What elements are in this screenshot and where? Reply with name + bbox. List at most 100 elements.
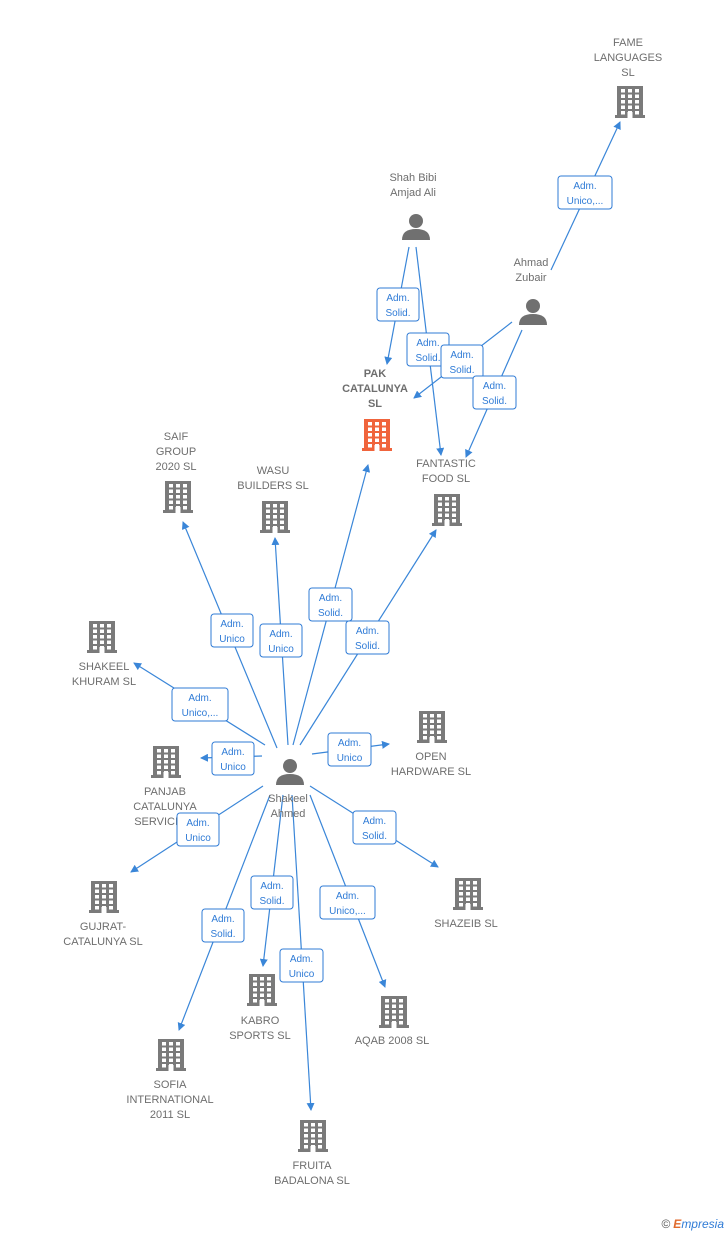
node-label-fruita: FRUITA	[293, 1160, 333, 1172]
node-label-saif: GROUP	[156, 446, 196, 458]
node-label-saif: 2020 SL	[156, 461, 197, 473]
edge-label-box[interactable]	[319, 885, 376, 920]
edge-label-box[interactable]	[211, 741, 255, 776]
edge-label-shahbibi-to-pak[interactable]: Adm.Solid.	[376, 287, 420, 322]
building-icon[interactable]	[163, 481, 193, 513]
edge-label-shakeel-to-kabro[interactable]: Adm.Solid.	[250, 875, 294, 910]
edge-label-text: Unico	[185, 833, 211, 844]
building-icon[interactable]	[247, 974, 277, 1006]
building-icon[interactable]	[432, 494, 462, 526]
edge-labels-layer: Adm.Unico,...Adm.Solid.Adm.Solid.Adm.Sol…	[171, 175, 613, 983]
edge-label-box[interactable]	[308, 587, 353, 622]
node-saif[interactable]: SAIF GROUP 2020 SL	[156, 431, 197, 513]
edge-label-shakeel-to-sofia[interactable]: Adm.Solid.	[201, 908, 245, 943]
building-icon[interactable]	[615, 86, 645, 118]
edge-label-box[interactable]	[201, 908, 245, 943]
edges-layer	[130, 121, 621, 1111]
edge-label-text: Unico	[219, 634, 245, 645]
building-icon[interactable]	[89, 881, 119, 913]
edge-label-text: Unico	[337, 753, 363, 764]
node-label-ahmad: Ahmad	[514, 257, 549, 269]
edge-label-text: Solid.	[210, 929, 235, 940]
building-icon[interactable]	[298, 1120, 328, 1152]
edge-label-box[interactable]	[440, 344, 484, 379]
edge-label-box[interactable]	[472, 375, 517, 410]
edge-label-shakeel-to-saif[interactable]: Adm. Unico	[210, 613, 254, 648]
person-icon[interactable]	[519, 299, 547, 325]
edge-label-ahmad-to-fame[interactable]: Adm.Unico,...	[557, 175, 613, 210]
node-label-shahbibi: Amjad Ali	[390, 187, 436, 199]
building-icon[interactable]	[87, 621, 117, 653]
edge-label-box[interactable]	[210, 613, 254, 648]
node-label-saif: SAIF	[164, 431, 189, 443]
building-icon[interactable]	[379, 996, 409, 1028]
edge-label-shakeel-to-open[interactable]: Adm.Unico	[327, 732, 372, 767]
edge-label-text: Adm.	[221, 747, 244, 758]
edge-label-ahmad-to-pak[interactable]: Adm.Solid.	[440, 344, 484, 379]
edge-label-shakeel-to-fantastic[interactable]: Adm.Solid.	[345, 620, 390, 655]
edge-label-box[interactable]	[376, 287, 420, 322]
node-label-shakeelk: SHAKEEL	[79, 661, 130, 673]
node-shazeib[interactable]: SHAZEIB SL	[434, 878, 498, 930]
edge-label-box[interactable]	[352, 810, 397, 845]
edge-label-text: Adm.	[220, 619, 243, 630]
building-icon[interactable]	[417, 711, 447, 743]
edge-label-shakeel-to-shazeib[interactable]: Adm.Solid.	[352, 810, 397, 845]
node-gujrat[interactable]: GUJRAT-CATALUNYA SL	[63, 881, 143, 948]
edge-label-shakeel-to-fruita[interactable]: Adm.Unico	[279, 948, 324, 983]
node-label-shazeib: SHAZEIB SL	[434, 918, 498, 930]
building-icon[interactable]	[156, 1039, 186, 1071]
node-label-shakeel: Ahmed	[271, 808, 306, 820]
edge-label-box[interactable]	[259, 623, 303, 658]
edge-label-box[interactable]	[250, 875, 294, 910]
node-label-pak: PAK	[364, 368, 386, 380]
node-label-pak: SL	[368, 398, 382, 410]
edge-label-shakeel-to-wasu[interactable]: Adm.Unico	[259, 623, 303, 658]
building-icon[interactable]	[151, 746, 181, 778]
edge-label-text: Adm.	[483, 381, 506, 392]
building-icon[interactable]	[260, 501, 290, 533]
edge-label-shakeel-to-pak[interactable]: Adm.Solid.	[308, 587, 353, 622]
node-label-ahmad: Zubair	[515, 272, 547, 284]
person-icon[interactable]	[402, 214, 430, 240]
edge-label-text: Solid.	[318, 608, 343, 619]
node-label-fame: LANGUAGES	[594, 52, 662, 64]
building-icon[interactable]	[362, 419, 392, 451]
edge-label-box[interactable]	[345, 620, 390, 655]
edge-label-text: Unico	[220, 762, 246, 773]
edge-label-text: Adm.	[336, 891, 359, 902]
edge-label-shakeel-to-aqab[interactable]: Adm.Unico,...	[319, 885, 376, 920]
node-label-pak: CATALUNYA	[342, 383, 408, 395]
node-aqab[interactable]: AQAB 2008 SL	[355, 996, 430, 1047]
node-label-kabro: SPORTS SL	[229, 1030, 291, 1042]
edge-label-text: Solid.	[362, 831, 387, 842]
person-icon[interactable]	[276, 759, 304, 785]
edge-label-box[interactable]	[557, 175, 613, 210]
edge-label-text: Adm.	[356, 626, 379, 637]
node-label-wasu: WASU	[257, 465, 290, 477]
edge-label-box[interactable]	[171, 687, 229, 722]
footer-brand[interactable]: ©Empresia	[661, 1217, 724, 1231]
edge-label-shakeel-to-shakeelk[interactable]: Adm.Unico,...	[171, 687, 229, 722]
node-label-sofia: 2011 SL	[150, 1109, 190, 1121]
edge-label-box[interactable]	[327, 732, 372, 767]
edge-label-shakeel-to-gujrat[interactable]: Adm.Unico	[176, 812, 220, 847]
node-pak[interactable]: PAK CATALUNYA SL	[342, 368, 408, 451]
edge-label-ahmad-to-fantastic[interactable]: Adm.Solid.	[472, 375, 517, 410]
edge-label-box[interactable]	[279, 948, 324, 983]
edge-label-box[interactable]	[176, 812, 220, 847]
building-icon[interactable]	[453, 878, 483, 910]
edge-label-shakeel-to-panjab[interactable]: Adm. Unico	[211, 741, 255, 776]
edge-label-text: Adm.	[416, 338, 439, 349]
